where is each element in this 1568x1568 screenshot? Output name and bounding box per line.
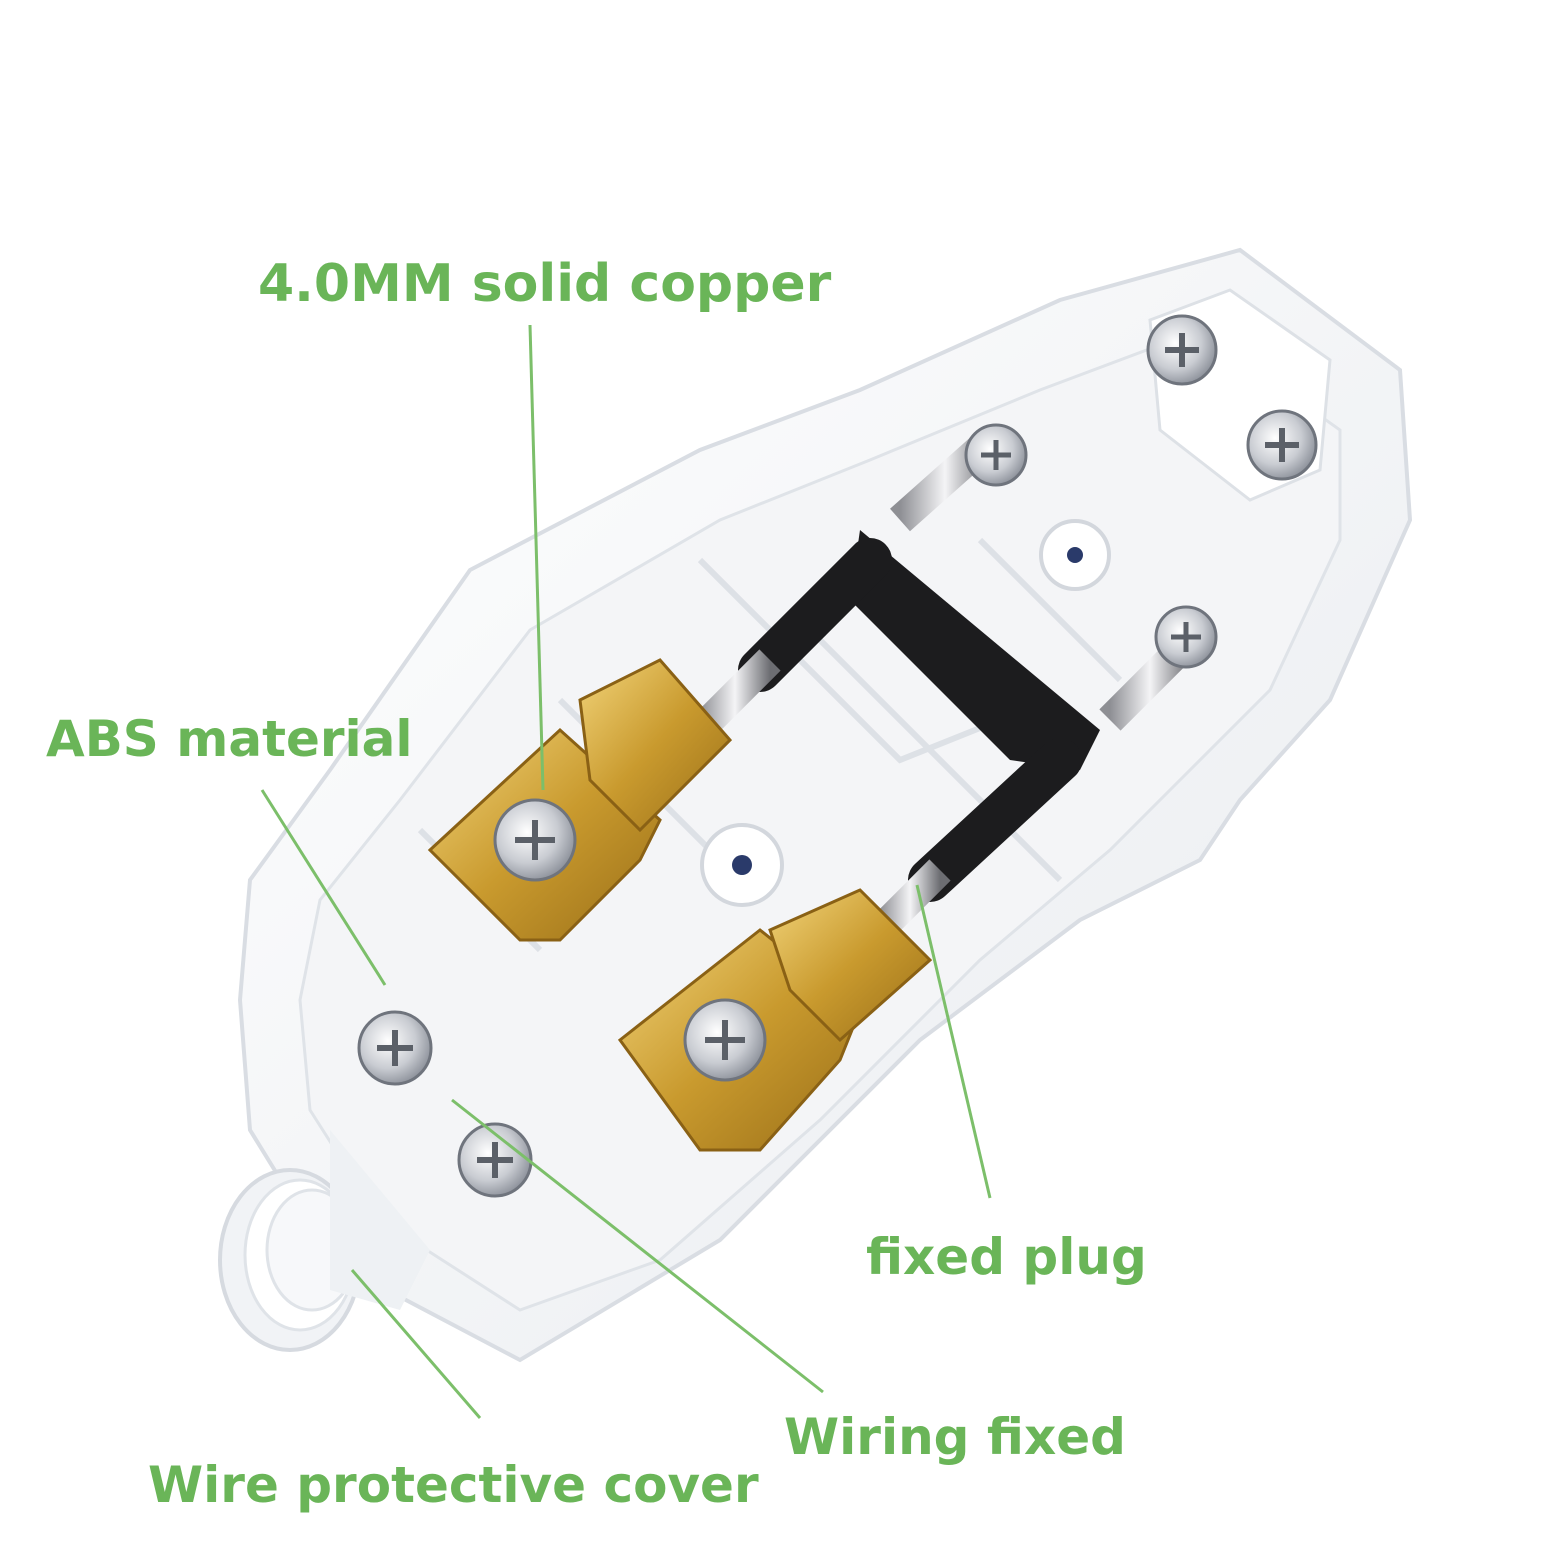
callout-wiring-fixed: Wiring fixed [784,1408,1126,1466]
leader-lines [260,324,992,1419]
leader-line-cover [350,1269,482,1419]
screw [683,998,767,1082]
screw [964,423,1028,487]
screw [457,1122,533,1198]
screw [493,798,577,882]
leader-line-abs [260,789,387,986]
callout-abs-material: ABS material [46,710,413,768]
callout-fixed-plug: fixed plug [866,1228,1147,1286]
screw [1246,409,1318,481]
wire-protective-cover [218,1130,430,1352]
leader-line-plug [915,884,992,1199]
leader-line-copper [528,324,545,791]
screw [1154,605,1218,669]
screw [1146,314,1218,386]
callout-solid-copper: 4.0MM solid copper [258,254,832,314]
screws [357,314,1318,1198]
callout-wire-protective-cover: Wire protective cover [148,1456,759,1514]
housing [218,247,1413,1363]
leader-line-wiring [451,1098,824,1394]
screw [357,1010,433,1086]
